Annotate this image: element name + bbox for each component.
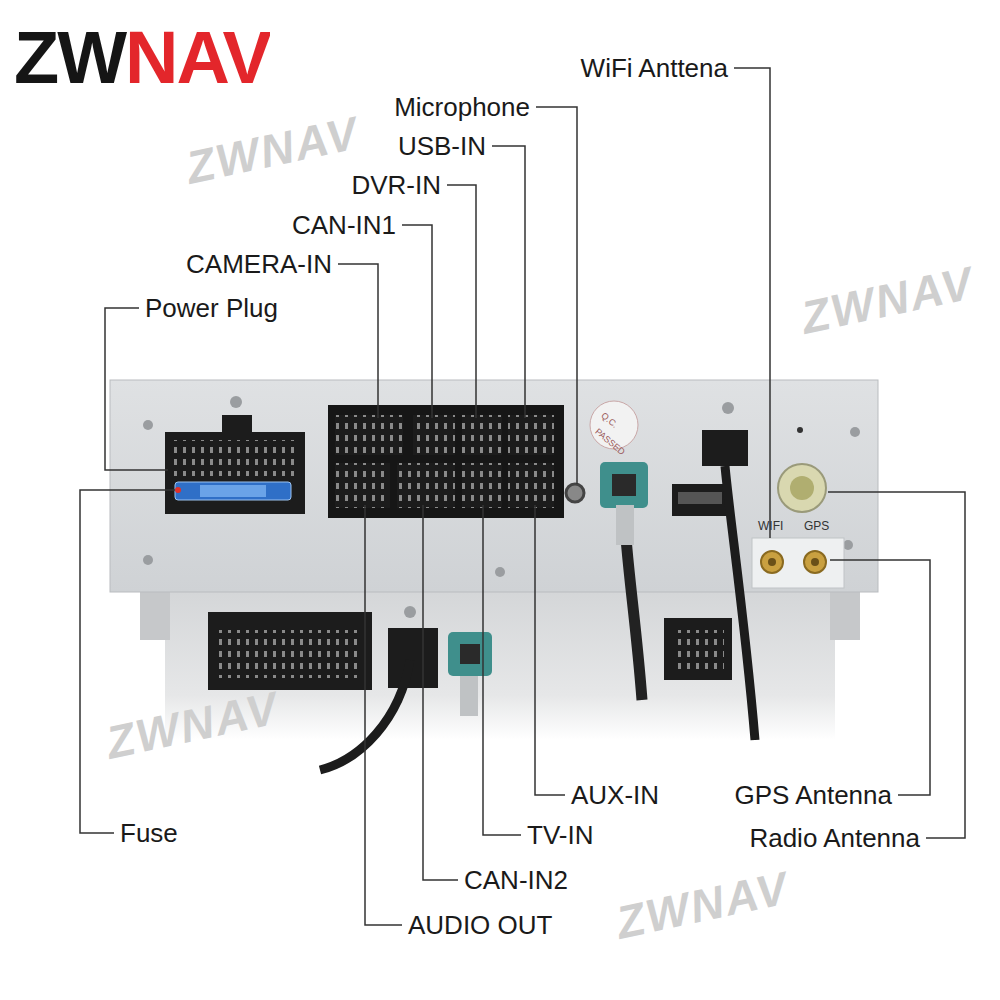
callout-label: WiFi Anttena	[581, 53, 728, 84]
port-marking: GPS	[804, 519, 829, 533]
leader-lines	[80, 68, 965, 925]
watermark: ZWNAV	[181, 105, 364, 195]
callout-label: CAMERA-IN	[186, 249, 332, 280]
callout-label: CAN-IN1	[292, 210, 396, 241]
callout-label: Fuse	[120, 818, 178, 849]
callout-label: TV-IN	[527, 820, 593, 851]
upper-housing	[110, 380, 878, 592]
callout-label: GPS Antenna	[734, 780, 892, 811]
fakra-connector	[600, 462, 648, 508]
microphone-jack	[566, 484, 584, 502]
callout-label: Radio Antenna	[749, 823, 920, 854]
callout-label: Power Plug	[145, 293, 278, 324]
wifi-sma	[761, 551, 783, 573]
connector-block	[328, 405, 564, 518]
callout-label: USB-IN	[398, 131, 486, 162]
callout-label: AUDIO OUT	[408, 910, 552, 941]
hdmi-port	[672, 484, 728, 516]
radio-antenna-port	[778, 464, 826, 512]
lower-connector	[208, 612, 372, 690]
port-marking: WIFI	[758, 519, 783, 533]
callout-label: AUX-IN	[571, 780, 659, 811]
callout-label: DVR-IN	[351, 170, 441, 201]
callout-label: CAN-IN2	[464, 865, 568, 896]
watermark: ZWNAV	[796, 255, 979, 345]
brand-logo: ZWNAV	[14, 18, 270, 98]
watermark: ZWNAV	[611, 860, 794, 950]
gps-sma	[804, 551, 826, 573]
callout-label: Microphone	[394, 92, 530, 123]
fuse	[175, 482, 291, 500]
power-plug	[165, 432, 305, 514]
